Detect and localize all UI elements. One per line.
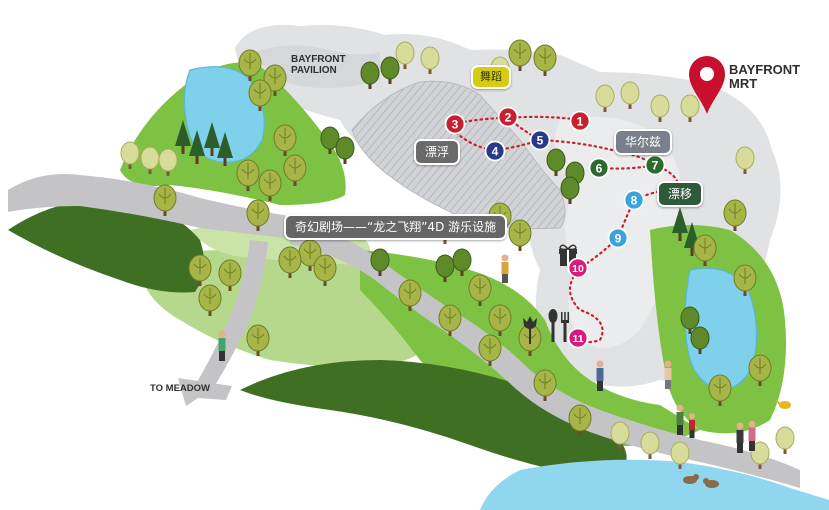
stop-marker[interactable]: 7 <box>644 154 666 176</box>
label-drift[interactable]: 漂移 <box>657 181 704 207</box>
svg-text:8: 8 <box>631 194 638 208</box>
bayfront-mrt-label: BAYFRONT MRT <box>729 63 800 90</box>
svg-text:5: 5 <box>537 134 544 148</box>
svg-text:9: 9 <box>615 232 622 246</box>
bayfront-pavilion-label: BAYFRONT PAVILION <box>291 54 346 76</box>
stop-marker[interactable]: 1 <box>569 110 591 132</box>
stop-marker[interactable]: 9 <box>607 227 629 249</box>
svg-text:7: 7 <box>652 159 659 173</box>
stop-marker[interactable]: 6 <box>588 157 610 179</box>
pavilion-line-1: BAYFRONT <box>291 54 346 65</box>
stop-marker[interactable]: 8 <box>623 189 645 211</box>
svg-text:1: 1 <box>577 115 584 129</box>
label-dance[interactable]: 舞蹈 <box>471 65 511 89</box>
svg-text:4: 4 <box>492 145 499 159</box>
tulip-icon <box>523 316 537 344</box>
svg-text:11: 11 <box>572 333 583 345</box>
visitors <box>218 254 791 488</box>
stop-marker[interactable]: 11 <box>567 327 589 349</box>
dark-grass-west <box>8 199 204 293</box>
svg-text:6: 6 <box>596 162 603 176</box>
stop-marker[interactable]: 5 <box>529 129 551 151</box>
label-waltz[interactable]: 华尔兹 <box>614 129 673 155</box>
stop-marker[interactable]: 2 <box>497 106 519 128</box>
route-stops: 1 2 3 4 5 6 7 8 9 10 11 <box>444 106 666 349</box>
mrt-line-2: MRT <box>729 75 758 91</box>
label-float[interactable]: 漂浮 <box>414 139 461 165</box>
stop-marker[interactable]: 4 <box>484 140 506 162</box>
pavilion-line-2: PAVILION <box>291 64 337 76</box>
fork-spoon-icon <box>548 309 569 342</box>
svg-text:10: 10 <box>572 263 584 275</box>
location-pin-icon[interactable] <box>689 56 725 114</box>
stop-marker[interactable]: 10 <box>567 257 589 279</box>
svg-text:3: 3 <box>452 118 459 132</box>
svg-text:2: 2 <box>505 111 512 125</box>
river-south <box>480 459 829 510</box>
label-theatre[interactable]: 奇幻剧场——“龙之飞翔”4D 游乐设施 <box>284 214 508 240</box>
mrt-line-1: BAYFRONT <box>729 62 801 77</box>
to-meadow-label: TO MEADOW <box>150 383 210 394</box>
stop-marker[interactable]: 3 <box>444 113 466 135</box>
pond-north <box>183 66 265 163</box>
